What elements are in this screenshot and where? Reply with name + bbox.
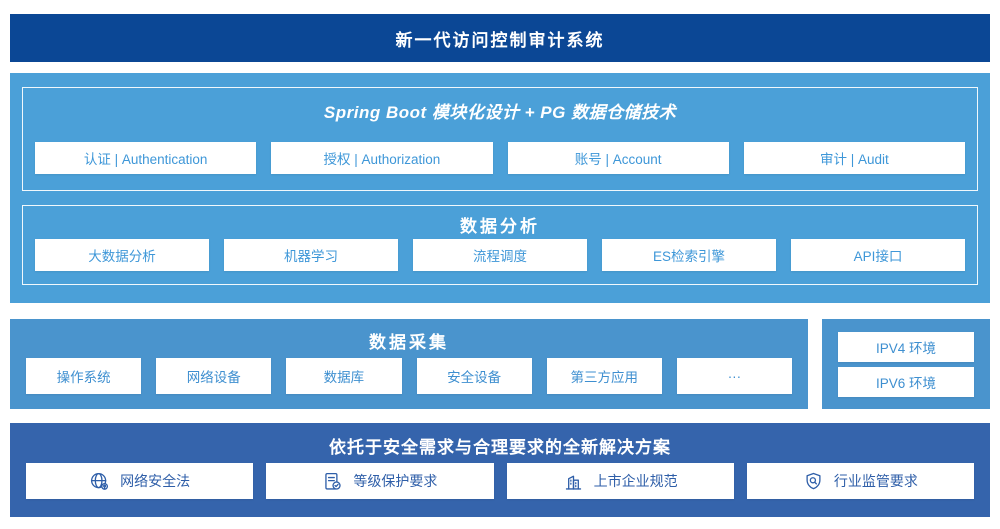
module-row: 认证 | Authentication 授权 | Authorization 账… [35, 142, 965, 174]
page-title: 新一代访问控制审计系统 [395, 30, 605, 50]
box-network-device: 网络设备 [156, 358, 272, 394]
box-database: 数据库 [286, 358, 402, 394]
box-security-device: 安全设备 [416, 358, 532, 394]
box-machine-learning: 机器学习 [224, 239, 398, 271]
solution-section: 依托于安全需求与合理要求的全新解决方案 网络安全法 [10, 423, 990, 517]
spring-boot-title: Spring Boot 模块化设计 + PG 数据仓储技术 [323, 103, 677, 122]
solution-row: 网络安全法 等级保护要求 [26, 463, 974, 499]
document-check-icon [322, 471, 343, 492]
data-collection-section: 数据采集 操作系统 网络设备 数据库 安全设备 第三方应用 ··· [10, 319, 808, 409]
box-api-interface: API接口 [791, 239, 965, 271]
shield-search-icon [803, 471, 824, 492]
data-analysis-title: 数据分析 [460, 217, 540, 236]
solution-title: 依托于安全需求与合理要求的全新解决方案 [329, 438, 671, 457]
analysis-row: 大数据分析 机器学习 流程调度 ES检索引擎 API接口 [35, 239, 965, 271]
box-es-search-engine: ES检索引擎 [602, 239, 776, 271]
globe-network-icon [89, 471, 110, 492]
box-audit: 审计 | Audit [743, 142, 965, 174]
collection-items-row: 操作系统 网络设备 数据库 安全设备 第三方应用 ··· [26, 358, 793, 394]
box-operating-system: 操作系统 [26, 358, 142, 394]
title-banner: 新一代访问控制审计系统 [10, 14, 990, 62]
solution-item-grade-protection: 等级保护要求 [266, 463, 494, 499]
box-account: 账号 | Account [507, 142, 729, 174]
solution-item-label: 行业监管要求 [833, 473, 918, 489]
solution-item-label: 上市企业规范 [593, 473, 678, 489]
box-authentication: 认证 | Authentication [35, 142, 257, 174]
box-third-party-app: 第三方应用 [546, 358, 662, 394]
solution-item-label: 网络安全法 [120, 473, 191, 489]
platform-section: Spring Boot 模块化设计 + PG 数据仓储技术 认证 | Authe… [10, 73, 990, 303]
box-big-data-analysis: 大数据分析 [35, 239, 209, 271]
box-more-ellipsis: ··· [676, 358, 793, 394]
building-icon [563, 471, 584, 492]
spring-boot-panel: Spring Boot 模块化设计 + PG 数据仓储技术 认证 | Authe… [22, 87, 978, 191]
data-analysis-panel: 数据分析 大数据分析 机器学习 流程调度 ES检索引擎 API接口 [22, 205, 978, 285]
solution-item-label: 等级保护要求 [353, 473, 438, 489]
data-collection-title: 数据采集 [369, 333, 449, 352]
box-workflow-scheduling: 流程调度 [413, 239, 587, 271]
solution-item-cybersecurity-law: 网络安全法 [26, 463, 254, 499]
solution-item-listed-company: 上市企业规范 [506, 463, 734, 499]
solution-item-industry-regulation: 行业监管要求 [746, 463, 974, 499]
box-ipv4-env: IPV4 环境 [838, 332, 974, 362]
network-env-section: IPV4 环境 IPV6 环境 [822, 319, 990, 409]
box-ipv6-env: IPV6 环境 [838, 367, 974, 397]
box-authorization: 授权 | Authorization [271, 142, 493, 174]
collection-row: 数据采集 操作系统 网络设备 数据库 安全设备 第三方应用 ··· IPV4 环… [10, 319, 990, 409]
